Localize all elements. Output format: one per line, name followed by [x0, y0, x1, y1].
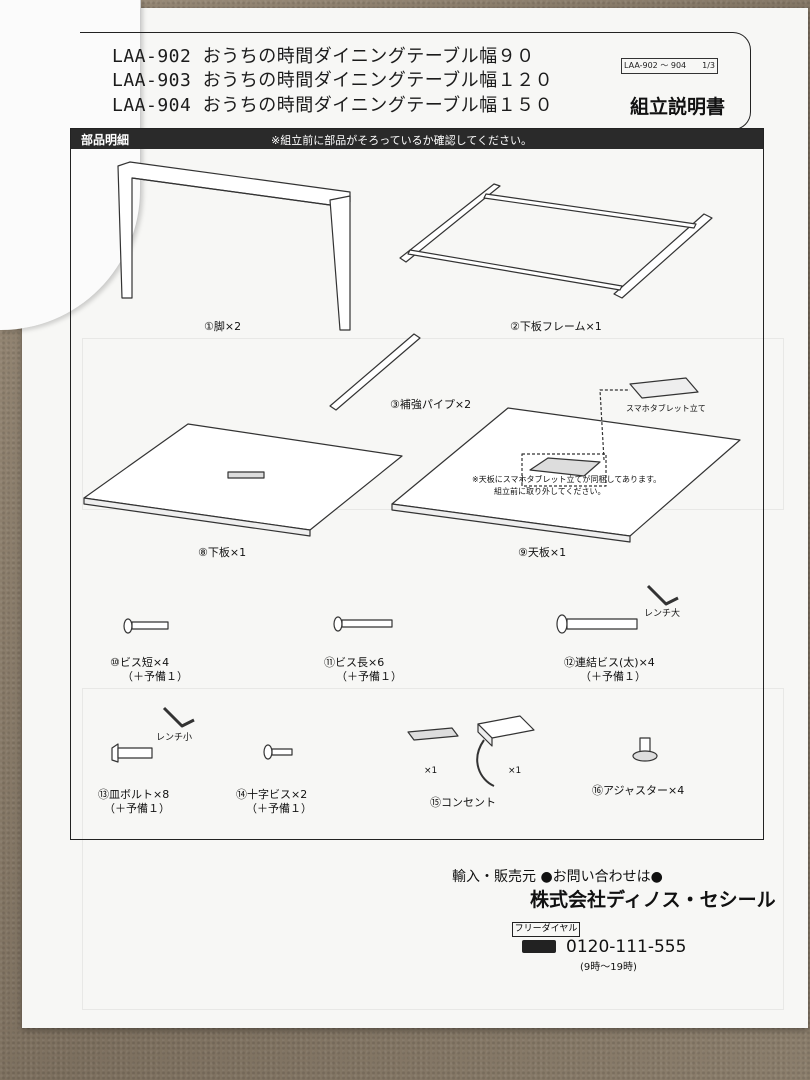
connecting-screw-illustration — [556, 584, 679, 634]
part-label-long-screw: ⑪ビス長×6 — [324, 656, 385, 669]
part-label-pipe: ③補強パイプ×2 — [390, 398, 472, 411]
freedial-phone-icon — [522, 940, 556, 953]
outlet-illustration — [407, 715, 535, 787]
product-line-904: LAA-904 おうちの時間ダイニングテーブル幅１５０ — [112, 95, 554, 116]
part-spare-short-screw: （＋予備１） — [122, 670, 188, 683]
adjuster-illustration — [632, 737, 658, 762]
tablet-stand-label: スマホタブレット立て — [626, 404, 706, 413]
product-line-902: LAA-902 おうちの時間ダイニングテーブル幅９０ — [112, 46, 535, 67]
part-label-phillips-screw: ⑭十字ビス×2 — [236, 788, 308, 801]
part-label-connecting-screw: ⑫連結ビス(太)×4 — [564, 656, 655, 669]
short-screw-illustration — [123, 618, 169, 634]
part-label-flat-bolt: ⑬皿ボルト×8 — [98, 788, 170, 801]
leg-illustration — [117, 161, 351, 331]
parts-list-title: 部品明細 — [81, 133, 130, 147]
phone-number: 0120-111-555 — [566, 937, 687, 957]
part-label-table-top: ⑨天板×1 — [518, 546, 567, 559]
outlet-qty-a: ×1 — [424, 766, 438, 776]
phillips-screw-illustration — [263, 744, 293, 760]
flat-bolt-illustration — [111, 706, 195, 763]
part-label-lower-board: ⑧下板×1 — [198, 546, 247, 559]
table-top-illustration — [391, 377, 741, 543]
part-label-adjuster: ⑯アジャスター×4 — [592, 784, 685, 797]
parts-check-note: ※組立前に部品がそろっているか確認してください。 — [271, 134, 533, 147]
show-through-area — [82, 688, 784, 1010]
business-hours: (9時～19時) — [580, 962, 637, 973]
contact-label: 輸入・販売元 ●お問い合わせは● — [452, 869, 663, 885]
part-label-legs: ①脚×2 — [204, 320, 242, 333]
freedial-label: フリーダイヤル — [512, 922, 580, 937]
part-spare-phillips-screw: （＋予備１） — [246, 802, 312, 815]
tablet-stand-note-2: 組立前に取り外してください。 — [494, 487, 606, 496]
part-spare-flat-bolt: （＋予備１） — [104, 802, 170, 815]
parts-list-frame: 部品明細 ※組立前に部品がそろっているか確認してください。 — [70, 128, 764, 840]
part-label-outlet: ⑮コンセント — [430, 796, 496, 809]
product-line-903: LAA-903 おうちの時間ダイニングテーブル幅１２０ — [112, 70, 554, 91]
tool-label-small-wrench: レンチ小 — [156, 733, 193, 743]
part-spare-connecting-screw: （＋予備１） — [580, 670, 646, 683]
outlet-qty-b: ×1 — [508, 766, 522, 776]
long-screw-illustration — [333, 616, 393, 632]
pipe-illustration — [329, 333, 421, 411]
tool-label-large-wrench: レンチ大 — [644, 609, 681, 619]
page-code: LAA-902 ～ 904 1/3 — [621, 58, 718, 74]
part-spare-long-screw: （＋予備１） — [336, 670, 402, 683]
tablet-stand-note-1: ※天板にスマホタブレット立てが同梱してあります。 — [472, 475, 662, 484]
company-name: 株式会社ディノス・セシール — [530, 889, 776, 911]
parts-list-header: 部品明細 ※組立前に部品がそろっているか確認してください。 — [71, 129, 763, 149]
document-type: 組立説明書 — [630, 96, 726, 118]
part-label-short-screw: ⑩ビス短×4 — [110, 656, 170, 669]
part-label-lower-frame: ②下板フレーム×1 — [510, 320, 602, 333]
lower-frame-illustration — [399, 183, 713, 299]
lower-board-illustration — [83, 423, 403, 537]
